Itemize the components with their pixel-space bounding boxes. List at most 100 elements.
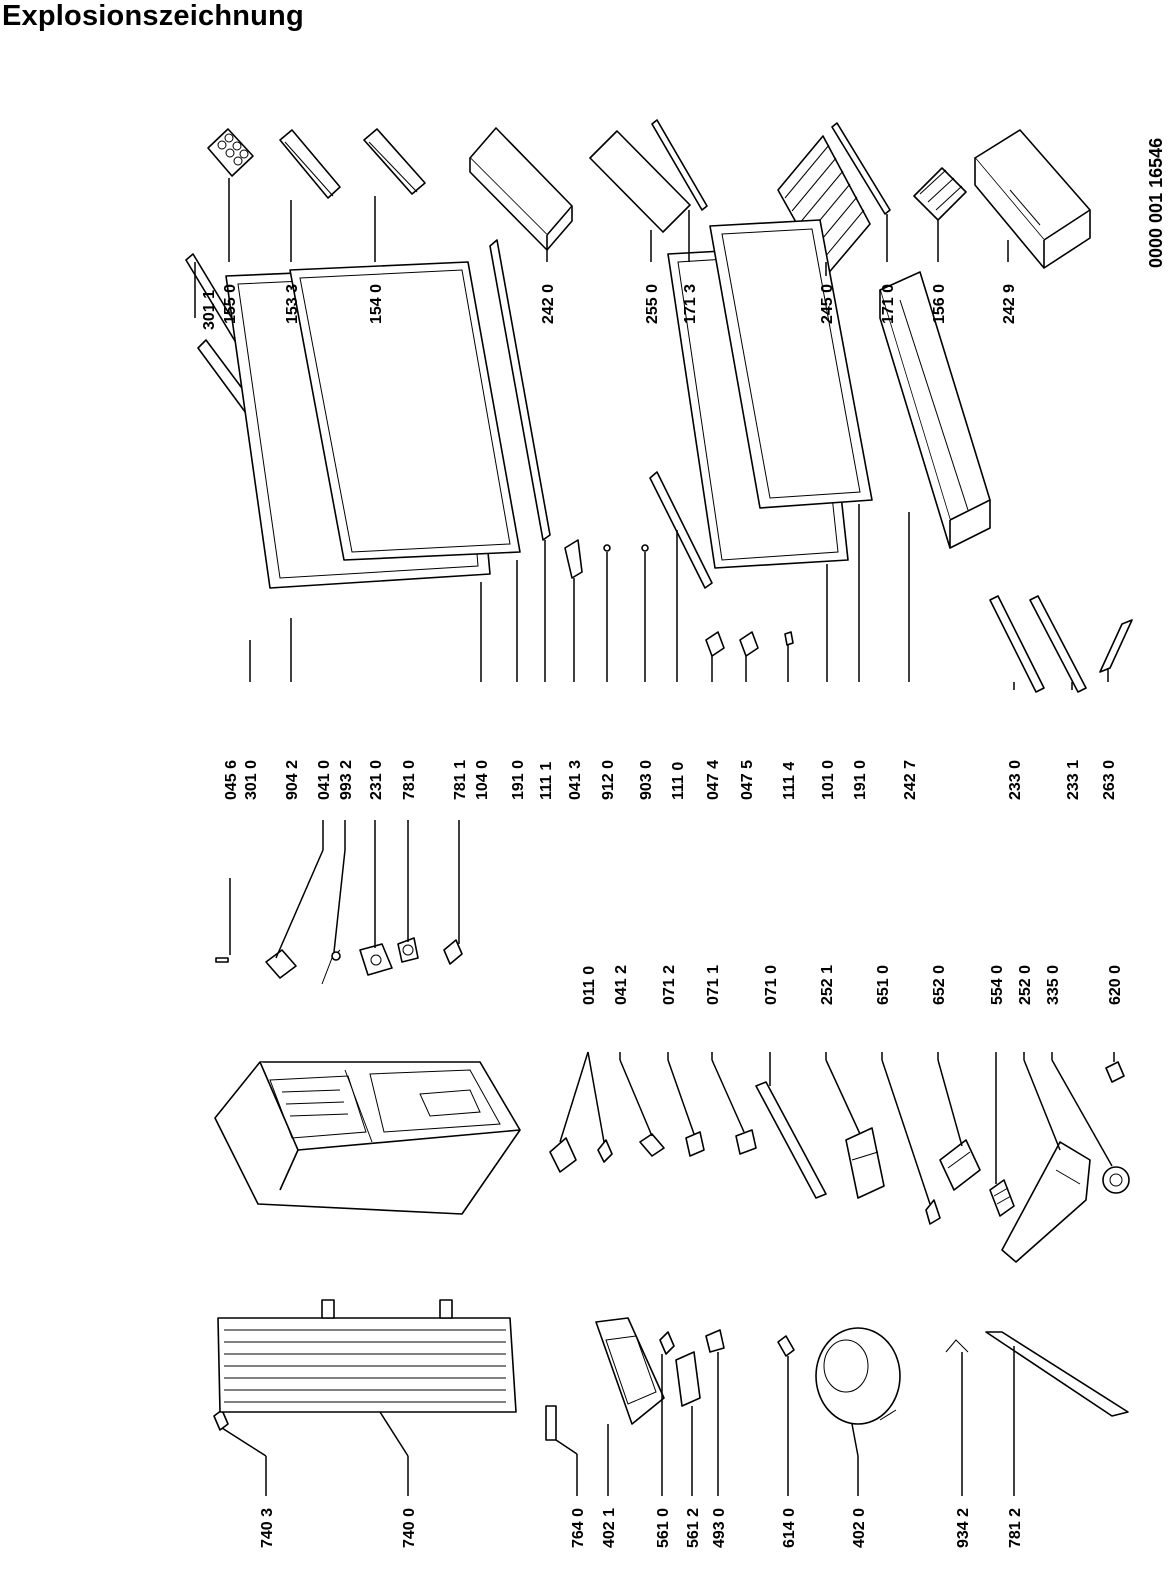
wire-clip-934-2 bbox=[945, 1339, 969, 1353]
label-233-0: 233 0 bbox=[1007, 760, 1024, 800]
label-781-0: 781 0 bbox=[401, 760, 418, 800]
pin-045-6 bbox=[215, 957, 229, 963]
label-111-0: 111 0 bbox=[670, 762, 687, 800]
label-242-7: 242 7 bbox=[902, 760, 919, 800]
label-071-2: 071 2 bbox=[661, 965, 678, 1005]
part-labels: 155 0 153 3 154 0 242 0 255 0 171 3 245 … bbox=[201, 284, 1124, 1548]
label-934-2: 934 2 bbox=[955, 1508, 972, 1548]
label-263-0: 263 0 bbox=[1101, 760, 1118, 800]
lamp-cover-231-0 bbox=[359, 943, 393, 976]
part-781-1 bbox=[443, 939, 463, 965]
label-154-0: 154 0 bbox=[368, 284, 385, 324]
label-781-1: 781 1 bbox=[452, 760, 469, 800]
label-245-0: 245 0 bbox=[819, 284, 836, 324]
hinge-041-3 bbox=[564, 539, 583, 579]
label-255-0: 255 0 bbox=[644, 284, 661, 324]
label-233-1: 233 1 bbox=[1065, 760, 1082, 800]
label-242-0: 242 0 bbox=[540, 284, 557, 324]
label-231-0: 231 0 bbox=[368, 760, 385, 800]
leader-lines bbox=[194, 178, 1115, 1496]
grommet-614-0 bbox=[777, 1335, 795, 1357]
label-156-0: 156 0 bbox=[931, 284, 948, 324]
fitting-011-0 bbox=[549, 1137, 613, 1173]
thermostat-652-0 bbox=[939, 1139, 981, 1191]
label-493-0: 493 0 bbox=[711, 1508, 728, 1548]
spring-554-0 bbox=[989, 1179, 1015, 1217]
freezer-drawer-242-9 bbox=[974, 129, 1091, 269]
hinge-071-1 bbox=[735, 1129, 757, 1155]
door-strip-111-1 bbox=[489, 239, 551, 541]
label-011-0: 011 0 bbox=[581, 966, 598, 1005]
profile-781-2 bbox=[985, 1331, 1129, 1417]
fan-335-0 bbox=[1102, 1166, 1130, 1194]
label-045-6: 045 6 bbox=[223, 760, 240, 800]
capacitor-493-0 bbox=[705, 1329, 725, 1353]
document-number: 0000 001 16546 bbox=[1146, 138, 1166, 268]
label-171-0: 171 0 bbox=[880, 284, 897, 324]
label-252-0: 252 0 bbox=[1017, 965, 1034, 1005]
label-652-0: 652 0 bbox=[931, 965, 948, 1005]
label-614-0: 614 0 bbox=[781, 1508, 798, 1548]
hinge-041-0 bbox=[265, 949, 297, 979]
screw-912-0 bbox=[603, 544, 611, 552]
condenser-740-0 bbox=[217, 1299, 517, 1413]
label-242-9: 242 9 bbox=[1001, 284, 1018, 324]
label-402-0: 402 0 bbox=[851, 1508, 868, 1548]
label-191-0-a: 191 0 bbox=[510, 760, 527, 800]
egg-tray-155-0 bbox=[207, 128, 254, 177]
glass-plate-255-0 bbox=[589, 130, 691, 233]
hinge-cover-047-4 bbox=[705, 631, 725, 657]
label-101-0: 101 0 bbox=[820, 760, 837, 800]
label-903-0: 903 0 bbox=[638, 760, 655, 800]
label-171-3: 171 3 bbox=[682, 284, 699, 324]
label-740-3: 740 3 bbox=[259, 1508, 276, 1548]
screw-903-0 bbox=[641, 544, 649, 552]
hinge-bar-071-0 bbox=[755, 1081, 827, 1199]
label-993-2: 993 2 bbox=[338, 760, 355, 800]
label-561-2: 561 2 bbox=[685, 1508, 702, 1548]
wire-993-2 bbox=[321, 949, 341, 985]
label-561-0: 561 0 bbox=[655, 1508, 672, 1548]
door-strip-111-0 bbox=[649, 471, 713, 589]
housing-252-0 bbox=[1001, 1141, 1091, 1263]
cabinet-body bbox=[214, 1061, 521, 1215]
label-153-3: 153 3 bbox=[284, 284, 301, 324]
label-071-0: 071 0 bbox=[763, 965, 780, 1005]
label-041-3: 041 3 bbox=[567, 760, 584, 800]
label-764-0: 764 0 bbox=[570, 1508, 587, 1548]
compressor-cover-402-1 bbox=[595, 1317, 665, 1425]
part-drawings bbox=[185, 119, 1133, 1441]
door-bin-242-0 bbox=[469, 127, 573, 251]
door-gasket-191-0-upper bbox=[289, 261, 521, 561]
label-191-0-b: 191 0 bbox=[852, 760, 869, 800]
rail-233-0 bbox=[989, 595, 1045, 693]
rail-263-0 bbox=[1099, 619, 1133, 673]
label-335-0: 335 0 bbox=[1045, 965, 1062, 1005]
label-912-0: 912 0 bbox=[600, 760, 617, 800]
label-740-0: 740 0 bbox=[401, 1508, 418, 1548]
lamp-651-0 bbox=[925, 1199, 941, 1225]
shelf-trim-171-0 bbox=[831, 122, 891, 215]
shelf-trim-171-3 bbox=[651, 119, 708, 211]
hinge-cover-047-5 bbox=[739, 631, 759, 657]
hinge-041-2 bbox=[639, 1133, 665, 1157]
drier-764-0 bbox=[545, 1405, 557, 1441]
label-301-1: 301 1 bbox=[201, 290, 218, 330]
housing-252-1 bbox=[845, 1127, 885, 1199]
page-title: Explosionszeichnung bbox=[2, 0, 304, 32]
label-041-2: 041 2 bbox=[613, 965, 630, 1005]
label-104-0: 104 0 bbox=[474, 760, 491, 800]
label-554-0: 554 0 bbox=[989, 965, 1006, 1005]
door-gasket-191-0-lower bbox=[709, 219, 873, 509]
rail-233-1 bbox=[1029, 595, 1087, 693]
label-041-0: 041 0 bbox=[316, 760, 333, 800]
part-620-0 bbox=[1105, 1061, 1125, 1083]
label-111-4: 111 4 bbox=[781, 762, 798, 800]
label-781-2: 781 2 bbox=[1007, 1508, 1024, 1548]
ice-tray-156-0 bbox=[913, 167, 967, 221]
label-402-1: 402 1 bbox=[601, 1508, 618, 1548]
clip-111-4 bbox=[784, 631, 794, 646]
label-252-1: 252 1 bbox=[819, 965, 836, 1005]
label-651-0: 651 0 bbox=[875, 965, 892, 1005]
